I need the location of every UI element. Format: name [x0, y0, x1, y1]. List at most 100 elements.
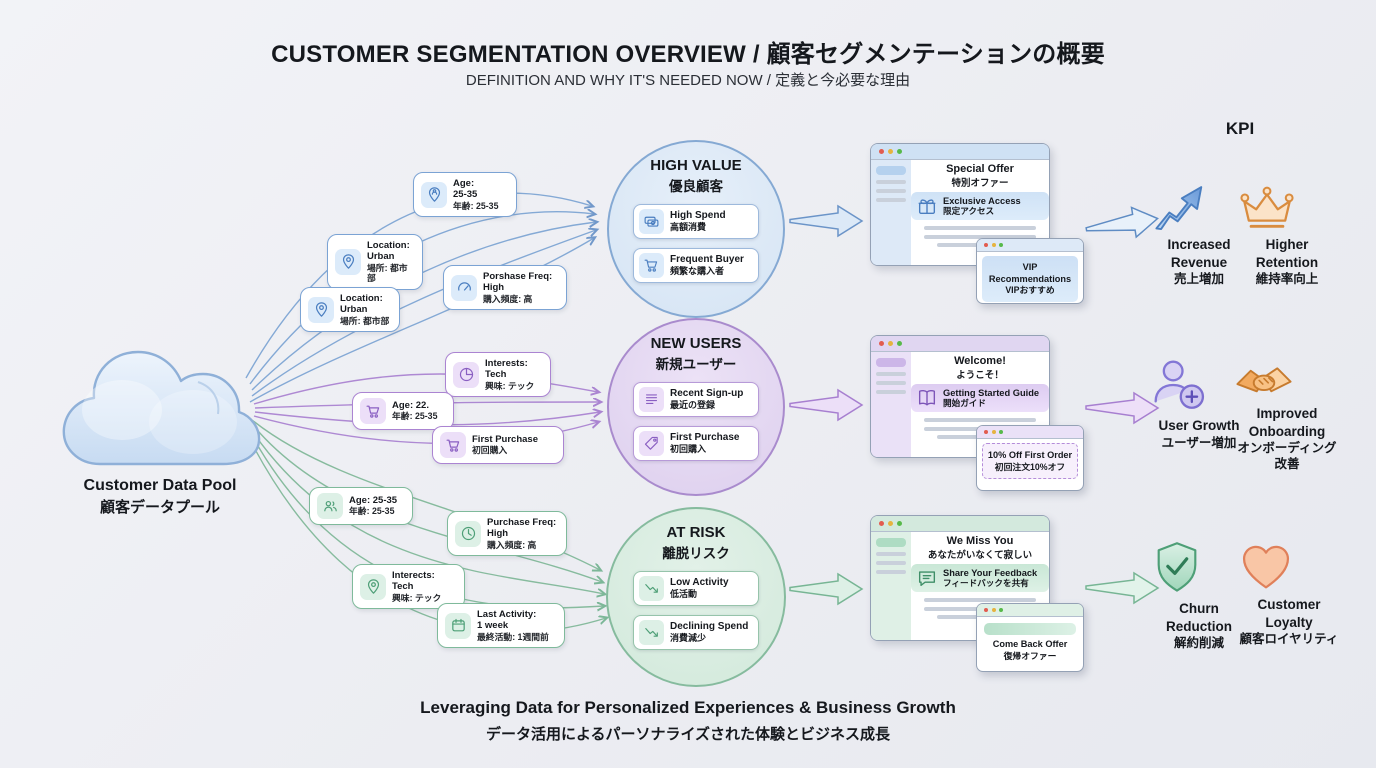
arrow-window-to-kpi-2 — [1085, 391, 1160, 425]
gift-icon — [916, 195, 938, 217]
zoom-dot-icon — [999, 430, 1003, 434]
popup-titlebar — [977, 604, 1083, 617]
zoom-dot-icon — [897, 149, 902, 154]
popup-titlebar — [977, 426, 1083, 439]
segment-title-jp: 離脱リスク — [662, 546, 730, 561]
window-title-en: We Miss You — [946, 535, 1014, 547]
sidebar-skeleton — [876, 166, 906, 175]
arrow-atrisk-to-window — [789, 572, 864, 606]
sidebar-skeleton — [876, 198, 906, 202]
sidebar-skeleton — [876, 552, 906, 556]
location-pin-icon — [335, 248, 361, 275]
arrow-window-to-kpi-3 — [1085, 571, 1160, 605]
window-sidebar — [871, 160, 911, 265]
window-sidebar — [871, 352, 911, 457]
window-titlebar — [871, 516, 1049, 532]
arrow-newusers-to-window — [789, 388, 864, 422]
location-pin-icon — [360, 573, 386, 600]
window-titlebar — [871, 144, 1049, 160]
segment-title-en: NEW USERS — [650, 335, 742, 352]
popup-vip-recommendations: VIP Recommendations VIPおすすめ — [976, 238, 1084, 304]
pie-chart-icon — [453, 361, 479, 388]
price-tag-icon — [639, 431, 664, 456]
footer-tagline-jp: データ活用によるパーソナライズされた体験とビジネス成長 — [485, 726, 891, 743]
footer-tagline-en: Leveraging Data for Personalized Experie… — [420, 698, 956, 717]
crown-icon — [1240, 186, 1294, 228]
heart-icon — [1242, 545, 1290, 589]
segment-title-jp: 新規ユーザー — [655, 357, 737, 372]
sidebar-skeleton — [876, 189, 906, 193]
minimize-dot-icon — [991, 608, 996, 612]
window-sidebar — [871, 532, 911, 640]
minimize-dot-icon — [888, 149, 893, 154]
zoom-dot-icon — [897, 341, 902, 346]
popup-titlebar — [977, 239, 1083, 252]
cash-icon — [639, 209, 664, 234]
arrow-window-to-kpi-1 — [1085, 206, 1159, 239]
trend-down-icon — [639, 620, 664, 645]
window-title-jp: あなたがいなくて寂しい — [927, 550, 1033, 561]
kpi-higher-retention: Higher Retention 維持率向上 — [1239, 182, 1335, 287]
window-titlebar — [871, 336, 1049, 352]
kpi-user-growth: User Growth ユーザー増加 — [1151, 357, 1247, 451]
popup-skeleton-bar — [984, 623, 1076, 635]
window-title-en: Special Offer — [946, 163, 1014, 175]
handshake-icon — [1236, 367, 1292, 393]
cloud-label-en: Customer Data Pool — [83, 477, 237, 494]
popup-first-order-discount: 10% Off First Order 初回注文10%オフ — [976, 425, 1084, 491]
kpi-heading: KPI — [1225, 119, 1255, 138]
zoom-dot-icon — [897, 521, 902, 526]
close-dot-icon — [879, 149, 884, 154]
arrow-highvalue-to-window — [789, 204, 864, 238]
browser-window-we-miss-you: We Miss You あなたがいなくて寂しい Share Your Feedb… — [870, 515, 1050, 641]
page-title: CUSTOMER SEGMENTATION OVERVIEW / 顧客セグメンテ… — [271, 41, 1105, 68]
close-dot-icon — [984, 243, 988, 247]
shopping-cart-icon — [360, 398, 386, 424]
cloud-label: Customer Data Pool 顧客データプール — [30, 474, 290, 519]
shopping-cart-icon — [440, 432, 466, 458]
window-title-jp: ようこそ！ — [956, 370, 1004, 381]
clock-icon — [455, 520, 481, 547]
location-pin-icon — [308, 296, 334, 323]
people-icon — [317, 493, 343, 519]
tag-age-purple: Age: 22.年齢: 25-35 — [352, 392, 454, 430]
sidebar-skeleton — [876, 390, 906, 394]
sidebar-skeleton — [876, 570, 906, 574]
minimize-dot-icon — [991, 243, 996, 247]
gauge-icon — [451, 274, 477, 301]
close-dot-icon — [984, 430, 988, 434]
window-title-jp: 特別オファー — [951, 178, 1009, 189]
window-title-en: Welcome! — [954, 355, 1006, 367]
sidebar-skeleton — [876, 180, 906, 184]
kpi-increased-revenue: Increased Revenue 売上増加 — [1151, 180, 1247, 287]
popup-come-back-offer: Come Back Offer 復帰オファー — [976, 603, 1084, 672]
minimize-dot-icon — [991, 430, 996, 434]
trend-down-icon — [639, 576, 664, 601]
chat-bubble-icon — [916, 567, 938, 589]
calendar-icon — [445, 612, 471, 639]
sidebar-skeleton — [876, 358, 906, 367]
kpi-customer-loyalty: Customer Loyalty 顧客ロイヤリティ — [1239, 540, 1339, 647]
person-pin-icon — [421, 181, 447, 208]
zoom-dot-icon — [999, 243, 1003, 247]
kpi-churn-reduction: Churn Reduction 解約削減 — [1151, 540, 1247, 651]
minimize-dot-icon — [888, 341, 893, 346]
